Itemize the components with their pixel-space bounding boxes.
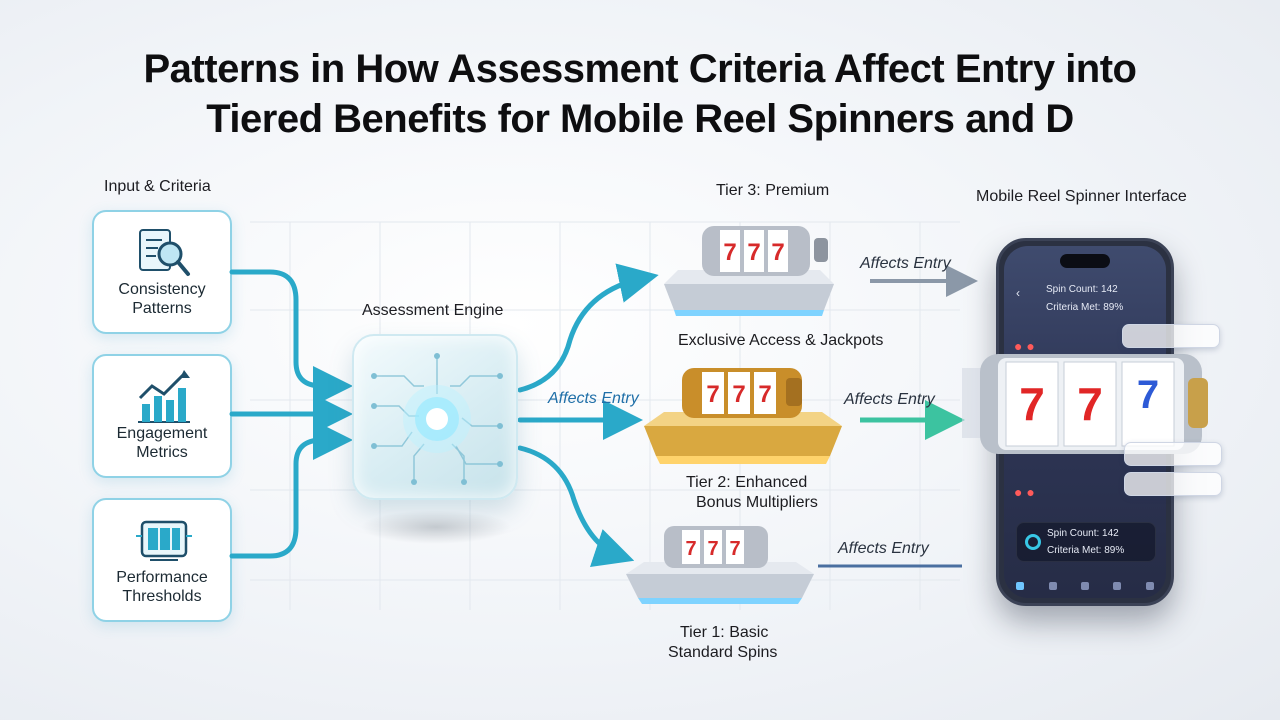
- svg-text:7: 7: [707, 538, 718, 560]
- nav-rewards-icon[interactable]: [1080, 582, 1089, 590]
- title-line-2: Tiered Benefits for Mobile Reel Spinners…: [206, 97, 1074, 141]
- tier2-name: Tier 2: Enhanced: [686, 474, 808, 491]
- criteria-label: Engagement Metrics: [116, 425, 208, 461]
- engine-heading: Assessment Engine: [362, 302, 504, 319]
- svg-text:7: 7: [706, 381, 719, 408]
- svg-text:7: 7: [723, 239, 736, 266]
- svg-text:7: 7: [685, 538, 696, 560]
- phone-spin-count: Spin Count: 142: [1047, 528, 1119, 539]
- affects-entry-label-engine: Affects Entry: [548, 390, 639, 407]
- engine-shadow: [360, 510, 512, 544]
- affects-entry-label-tier2: Affects Entry: [844, 391, 935, 408]
- tier1-name: Tier 1: Basic: [680, 624, 769, 641]
- rising-bar-chart-icon: [138, 370, 190, 423]
- arrow-engine-to-tier1: [517, 445, 635, 568]
- affects-entry-label-tier3: Affects Entry: [860, 255, 951, 272]
- arrow-consistency-to-engine: [229, 269, 353, 406]
- side-chip-status[interactable]: [1124, 442, 1222, 466]
- criteria-card-engagement[interactable]: Engagement Metrics: [92, 354, 232, 478]
- tier3-benefit: Exclusive Access & Jackpots: [678, 332, 884, 349]
- side-chip-info[interactable]: [1122, 324, 1220, 348]
- criteria-label: Performance Thresholds: [116, 569, 208, 605]
- svg-text:7: 7: [729, 538, 740, 560]
- criteria-card-consistency[interactable]: Consistency Patterns: [92, 210, 232, 334]
- phone-bottom-nav: [1004, 576, 1166, 596]
- svg-text:7: 7: [1077, 378, 1103, 430]
- magnifier-checklist-icon: [139, 229, 190, 276]
- tier1-slot-platform: 7 7 7: [626, 526, 814, 604]
- criteria-card-performance[interactable]: Performance Thresholds: [92, 498, 232, 622]
- page-title: Patterns in How Assessment Criteria Affe…: [40, 44, 1240, 144]
- svg-text:7: 7: [771, 239, 784, 266]
- slot-machine-screen-icon: [136, 520, 192, 561]
- phone-spin-count-top: Spin Count: 142: [1046, 284, 1118, 295]
- svg-text:7: 7: [1019, 378, 1045, 430]
- tier1-benefit: Standard Spins: [668, 644, 778, 661]
- circuit-chip-icon: [371, 353, 503, 485]
- svg-text:7: 7: [1137, 373, 1159, 417]
- nav-home-icon[interactable]: [1016, 582, 1025, 590]
- nav-spin-icon[interactable]: [1048, 582, 1057, 590]
- svg-text:7: 7: [732, 381, 745, 408]
- phone-reel-drum[interactable]: 7 7 7: [962, 348, 1222, 460]
- svg-text:7: 7: [747, 239, 760, 266]
- back-icon[interactable]: ‹: [1016, 286, 1020, 300]
- tier2-benefit: Bonus Multipliers: [696, 494, 818, 511]
- criteria-label: Consistency Patterns: [118, 281, 206, 317]
- cherry-icon: ● ●: [1014, 484, 1035, 500]
- affects-entry-label-tier1: Affects Entry: [838, 540, 929, 557]
- dynamic-island: [1060, 254, 1110, 268]
- cherry-icon: ● ●: [1014, 338, 1035, 354]
- phone-criteria-met-top: Criteria Met: 89%: [1046, 302, 1124, 313]
- nav-profile-icon[interactable]: [1145, 582, 1154, 590]
- inputs-heading: Input & Criteria: [104, 178, 211, 195]
- title-line-1: Patterns in How Assessment Criteria Affe…: [143, 47, 1138, 91]
- assessment-engine-chip[interactable]: [352, 334, 518, 500]
- tier3-name: Tier 3: Premium: [716, 182, 830, 199]
- svg-text:7: 7: [758, 381, 771, 408]
- phone-stats-panel: Spin Count: 142 Criteria Met: 89%: [1016, 522, 1156, 562]
- nav-favorites-icon[interactable]: [1113, 582, 1122, 590]
- tier3-slot-platform: 7 7 7: [664, 226, 834, 316]
- tier2-slot-platform: 7 7 7: [644, 368, 842, 464]
- phone-criteria-met: Criteria Met: 89%: [1047, 545, 1125, 556]
- arrow-performance-to-engine: [229, 420, 353, 559]
- status-ring-icon: [1025, 534, 1041, 550]
- arrow-engine-to-tier3: [517, 263, 659, 393]
- phone-heading: Mobile Reel Spinner Interface: [976, 188, 1187, 205]
- side-chip-action[interactable]: [1124, 472, 1222, 496]
